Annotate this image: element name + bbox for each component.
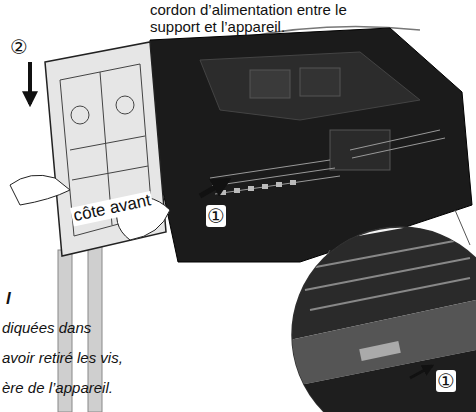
hand <box>10 175 70 205</box>
magnified-detail <box>280 215 476 412</box>
heading-fragment: l <box>6 290 11 309</box>
callout-number: ① <box>436 370 456 392</box>
text-fragment: diquées dans <box>2 320 91 337</box>
direction-arrow <box>28 62 32 104</box>
tv-body <box>150 28 472 262</box>
text-fragment: ère de l’appareil. <box>2 380 113 397</box>
callout-number: ① <box>206 205 226 227</box>
leader-line <box>455 210 470 245</box>
tv-panel <box>200 52 420 120</box>
instruction-note: cordon d’alimentation entre le support e… <box>150 2 400 35</box>
direction-arrow <box>410 366 432 378</box>
text-fragment: avoir retiré les vis, <box>2 350 123 367</box>
port-holes <box>220 180 296 195</box>
ports <box>210 130 445 194</box>
direction-arrow <box>200 180 228 196</box>
callout-number: ② <box>10 36 28 58</box>
